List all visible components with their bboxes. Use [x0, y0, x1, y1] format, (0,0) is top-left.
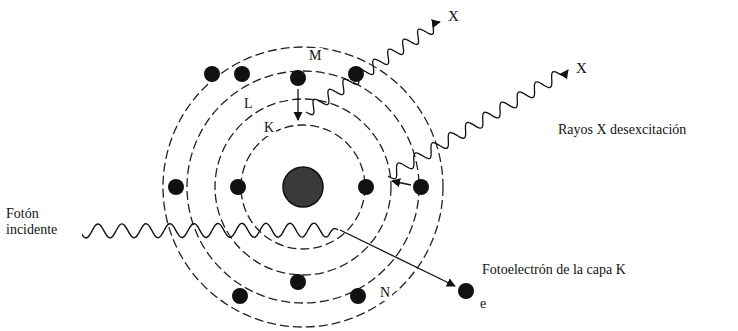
shell-m: [187, 71, 419, 303]
x-ray-label: X: [446, 8, 461, 25]
electron: [234, 66, 250, 82]
electron: [168, 179, 184, 195]
x-ray-wave: [306, 22, 440, 115]
electron: [350, 288, 366, 304]
transition-arrow: [392, 181, 411, 185]
electron: [413, 179, 429, 195]
electron: [204, 66, 220, 82]
electron: [290, 274, 306, 290]
x-ray-label: X: [574, 60, 589, 77]
shell-label: K: [262, 120, 276, 136]
shell-l: [215, 99, 391, 275]
shell-n: [163, 47, 443, 327]
photoelectron: [458, 283, 474, 299]
electron: [358, 179, 374, 195]
electron-shells: [163, 47, 443, 327]
photoelectron-label: Fotoelectrón de la capa K: [480, 262, 628, 278]
electron-label: e: [478, 296, 488, 312]
x-ray-wave: [388, 70, 568, 179]
electron: [348, 66, 364, 82]
caption-label: Rayos X desexcitación: [556, 122, 688, 138]
nucleus: [283, 167, 323, 207]
shell-label: M: [307, 48, 323, 64]
shell-label: L: [242, 96, 255, 112]
electron: [290, 70, 306, 86]
electron: [230, 179, 246, 195]
shell-label: N: [378, 285, 392, 301]
transition-arrow: [297, 89, 298, 120]
photoelectron-path: [340, 230, 455, 286]
photon-label: Fotón incidente: [4, 206, 82, 238]
electron: [232, 288, 248, 304]
incident-photon-wave: [80, 223, 338, 238]
